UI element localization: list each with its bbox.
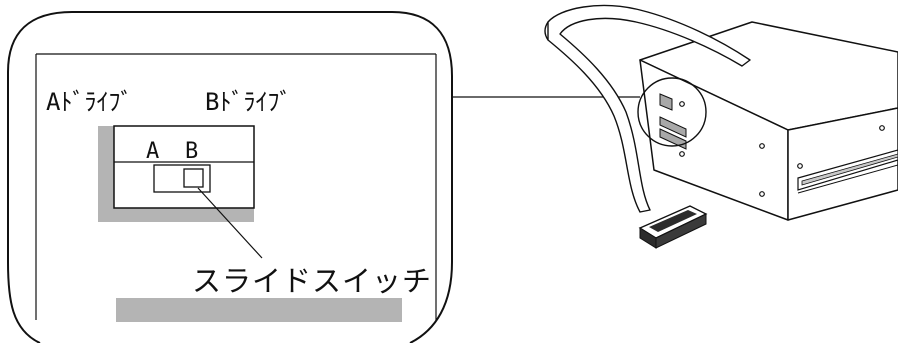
drive-b-label: Bﾄﾞﾗｲﾌﾞ — [205, 88, 291, 116]
switch-leader-line — [197, 187, 263, 259]
drive-screw — [797, 163, 803, 169]
callout-outer-frame — [7, 11, 453, 344]
switch-position-a-label: A — [146, 139, 159, 164]
drive-rear-switch-block — [659, 93, 687, 150]
bottom-gray-bar — [116, 298, 402, 322]
drive-disk-slot — [797, 149, 898, 194]
slide-switch-label: スライドスイッチ — [192, 264, 432, 298]
drive-screw — [879, 125, 885, 131]
connector-icon — [638, 205, 708, 249]
drive-front-face — [787, 107, 898, 221]
slide-switch-icon — [153, 164, 211, 193]
switch-position-b-label: B — [185, 139, 198, 164]
drive-screw — [759, 143, 765, 149]
drive-screw — [679, 101, 685, 107]
drive-screw — [759, 191, 765, 197]
callout-group: Aﾄﾞﾗｲﾌﾞ Bﾄﾞﾗｲﾌﾞ A B スライドスイッチ — [7, 11, 453, 344]
drive-screw — [679, 151, 685, 157]
floppy-drive-icon — [637, 21, 898, 221]
drive-a-label: Aﾄﾞﾗｲﾌﾞ — [46, 88, 132, 116]
ribbon-cable-icon — [544, 4, 751, 213]
zoom-circle — [637, 77, 707, 147]
